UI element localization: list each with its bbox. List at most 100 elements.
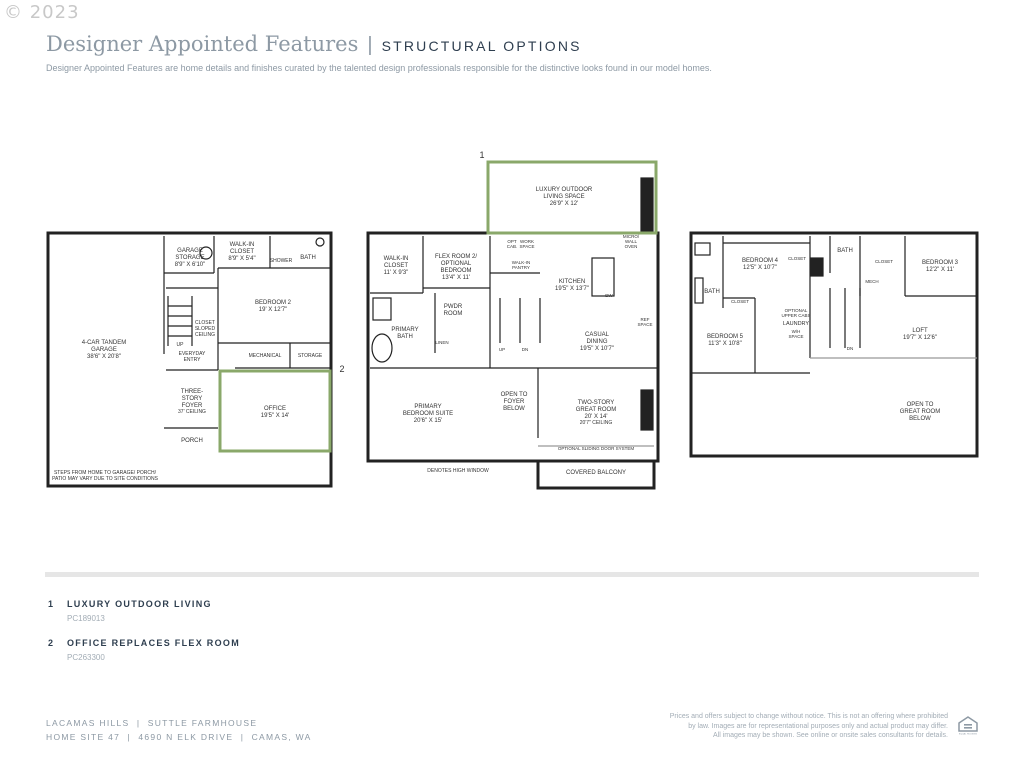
homesite: HOME SITE 47 [46, 732, 121, 742]
garage-storage-label-2: STORAGE [175, 255, 204, 261]
pantry-label-2: PANTRY [512, 265, 530, 270]
opt-cab-label: OPT [507, 239, 517, 244]
bedroom5-size: 11'3" X 10'8" [708, 341, 741, 347]
foyer-ceiling: 37' CEILING [178, 409, 206, 415]
open-great-room-label-3: BELOW [909, 416, 931, 422]
closet-sloped-label-2: SLOPED [195, 326, 216, 332]
bedroom5-label: BEDROOM 5 [707, 334, 744, 340]
walkin-closet-size: 8'9" X 5'4" [228, 256, 255, 262]
address: 4690 N ELK DRIVE [138, 732, 234, 742]
work-space-label: WORK [520, 239, 534, 244]
disclaimer-line: by law. Images are for representational … [688, 722, 948, 730]
primary-bath-label-2: BATH [397, 334, 413, 340]
dining-label-2: DINING [587, 339, 608, 345]
pwdr-label: PWDR [444, 304, 463, 310]
dw-label: DW [605, 293, 613, 298]
closet-label-2: CLOSET [875, 259, 893, 264]
flex-room-label: FLEX ROOM 2/ [435, 254, 477, 260]
micro-oven-label: MICRO/ [623, 234, 640, 239]
everyday-entry-label-2: ENTRY [184, 357, 202, 363]
open-foyer-label-3: BELOW [503, 406, 525, 412]
office-highlight [218, 369, 332, 453]
bath-label: BATH [300, 255, 316, 261]
outdoor-living-highlight [486, 160, 658, 235]
bedroom3-label: BEDROOM 3 [922, 260, 959, 266]
loft-label: LOFT [912, 328, 928, 334]
bath-label-2: BATH [837, 248, 853, 254]
open-great-room-label: OPEN TO [907, 402, 934, 408]
footer-sep: | [127, 732, 132, 742]
eho-text: EQUAL HOUSING [959, 733, 977, 736]
mech-label: MECH [865, 279, 878, 284]
linen-label: LINEN [435, 340, 448, 345]
community-name: LACAMAS HILLS [46, 718, 130, 728]
footer-sep: | [240, 732, 245, 742]
walkin-closet-main-label-2: CLOSET [384, 263, 408, 269]
loft-size: 19'7" X 12'6" [903, 335, 937, 341]
dining-label: CASUAL [585, 332, 610, 338]
great-room-label-2: GREAT ROOM [576, 407, 616, 413]
option-label: OFFICE REPLACES FLEX ROOM [67, 638, 241, 648]
flex-room-optional: OPTIONAL [441, 261, 472, 267]
primary-suite-size: 20'6" X 15' [414, 418, 442, 424]
callout-2: 2 [339, 364, 344, 374]
plan-name: SUTTLE FARMHOUSE [147, 718, 258, 728]
footer-location: LACAMAS HILLS | SUTTLE FARMHOUSE HOME SI… [46, 716, 312, 744]
great-room-ceiling: 20'7" CEILING [580, 420, 613, 426]
kitchen-label: KITCHEN [559, 279, 585, 285]
closet-sloped-label: CLOSET [195, 320, 215, 326]
dining-size: 19'5" X 10'7" [580, 346, 614, 352]
great-room-size: 20' X 14' [585, 414, 608, 420]
wh-space-label: W/H [792, 329, 801, 334]
option-code: PC189013 [67, 614, 105, 623]
upper-cabs-label: OPTIONAL [785, 308, 808, 313]
outdoor-label: LUXURY OUTDOOR [536, 187, 593, 193]
bedroom2-label: BEDROOM 2 [255, 300, 292, 306]
option-label: LUXURY OUTDOOR LIVING [67, 599, 212, 609]
walkin-closet-label: WALK-IN [230, 242, 255, 248]
great-room-label: TWO-STORY [578, 400, 614, 406]
porch-label: PORCH [181, 438, 203, 444]
steps-note: STEPS FROM HOME TO GARAGE/ PORCH/ [54, 470, 157, 476]
bedroom3-size: 12'2" X 11' [926, 267, 954, 273]
dn-label-2: DN [847, 346, 854, 351]
office-size: 19'5" X 14' [261, 413, 289, 419]
walkin-closet-main-label: WALK-IN [384, 256, 409, 262]
flex-room-size: 13'4" X 11' [442, 275, 470, 281]
disclaimer-line: Prices and offers subject to change with… [669, 713, 948, 720]
steps-note-2: PATIO MAY VARY DUE TO SITE CONDITIONS [52, 476, 159, 482]
everyday-entry-label: EVERYDAY [179, 351, 206, 357]
bath-label-3: BATH [704, 289, 720, 295]
equal-housing-opportunity-icon: EQUAL HOUSING [958, 716, 978, 736]
closet-sloped-label-3: CEILING [195, 332, 215, 338]
storage-label: STORAGE [298, 353, 323, 359]
opt-cab-label-2: CAB. [507, 244, 518, 249]
option-highlights [218, 160, 658, 453]
outdoor-size: 26'9" X 12' [550, 201, 578, 207]
disclaimer-line: All images may be shown. See online or o… [712, 732, 948, 739]
walkin-closet-label-2: CLOSET [230, 249, 254, 255]
upper-cabs-label-2: UPPER CABS [781, 313, 810, 318]
garage-label: 4-CAR TANDEM [82, 340, 126, 346]
garage-label-2: GARAGE [91, 347, 117, 353]
mechanical-label: MECHANICAL [249, 353, 282, 359]
city: CAMAS, WA [251, 732, 312, 742]
up-label-2: UP [499, 347, 505, 352]
garage-size: 38'6" X 20'8" [87, 354, 121, 360]
page-header: Designer Appointed Features | STRUCTURAL… [46, 32, 582, 57]
footer-sep: | [136, 718, 141, 728]
intro-text: Designer Appointed Features are home det… [46, 63, 712, 73]
page-title: Designer Appointed Features [46, 32, 359, 56]
option-code: PC263300 [67, 653, 105, 662]
open-foyer-label-2: FOYER [504, 399, 525, 405]
foyer-label: THREE- [181, 389, 203, 395]
option-number: 2 [48, 638, 54, 648]
walkin-closet-main-size: 11' X 9'3" [384, 270, 409, 276]
kitchen-size: 19'5" X 13'7" [555, 286, 589, 292]
pantry-label: WALK-IN [512, 260, 531, 265]
high-window-note: DENOTES HIGH WINDOW [427, 468, 489, 474]
primary-suite-label-2: BEDROOM SUITE [403, 411, 453, 417]
floor-plans: 1 2 4-CAR TANDEM GARAGE 38'6" X 20'8" GA… [46, 150, 979, 490]
section-divider [45, 572, 979, 577]
bedroom2-size: 19' X 12'7" [259, 307, 287, 313]
